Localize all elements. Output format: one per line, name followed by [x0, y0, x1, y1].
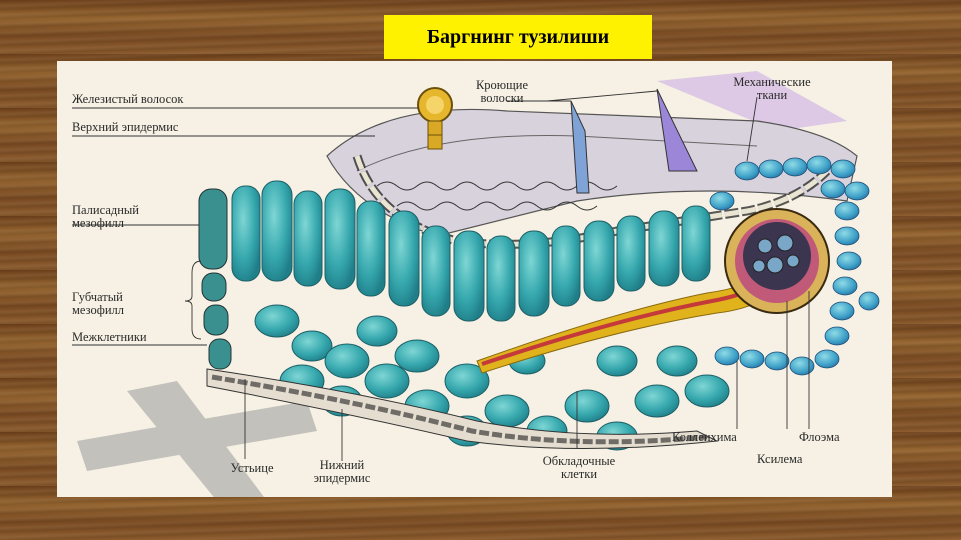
label-covering-hairs-line2: волоски: [480, 91, 524, 105]
leaf-cross-section-illustration: [72, 71, 880, 497]
label-lower-epidermis: Нижний эпидермис: [302, 459, 382, 485]
label-stoma: Устьице: [230, 461, 274, 475]
label-lower-epidermis-line2: эпидермис: [313, 471, 371, 485]
label-glandular-hair: Железистый волосок: [72, 92, 184, 106]
label-palisade-line1: Палисадный: [72, 203, 139, 217]
label-sheath-line2: клетки: [560, 467, 598, 481]
label-intercellular: Межклетники: [72, 330, 147, 344]
page-title: Баргнинг тузилиши: [426, 25, 610, 48]
label-covering-hairs-line1: Кроющие: [475, 78, 529, 92]
leader-lines: [72, 90, 810, 461]
label-phloem: Флоэма: [799, 430, 840, 444]
label-upper-epidermis: Верхний эпидермис: [72, 120, 179, 134]
glandular-hair-illustration: [417, 87, 453, 150]
diagram-panel: Железистый волосок Верхний эпидермис Кро…: [57, 61, 892, 497]
label-sheath-cells: Обкладочные клетки: [529, 455, 629, 481]
label-palisade-mesophyll: Палисадный мезофилл: [72, 204, 139, 230]
watermark: [77, 71, 847, 497]
label-mechanical-line2: ткани: [756, 88, 788, 102]
label-lower-epidermis-line1: Нижний: [319, 458, 365, 472]
left-cut-column: [198, 188, 232, 370]
label-spongy-line2: мезофилл: [72, 303, 124, 317]
label-spongy-mesophyll: Губчатый мезофилл: [72, 291, 124, 317]
spongy-mesophyll-cells: [254, 304, 730, 451]
label-sheath-line1: Обкладочные: [542, 454, 616, 468]
label-covering-hairs: Кроющие волоски: [459, 79, 545, 105]
label-spongy-line1: Губчатый: [72, 290, 123, 304]
palisade-mesophyll-cells: [231, 180, 711, 322]
lower-epidermis-band: [206, 368, 719, 449]
label-xylem: Ксилема: [757, 452, 803, 466]
covering-hairs-illustration: [570, 88, 698, 194]
label-palisade-line2: мезофилл: [72, 216, 124, 230]
label-mechanical-line1: Механические: [733, 75, 811, 89]
vein-illustration: [476, 208, 830, 374]
label-collenchyma: Колленхима: [672, 430, 737, 444]
collenchyma-block: [709, 155, 880, 376]
label-mechanical-tissues: Механические ткани: [712, 76, 832, 102]
title-box: Баргнинг тузилиши: [384, 15, 652, 59]
